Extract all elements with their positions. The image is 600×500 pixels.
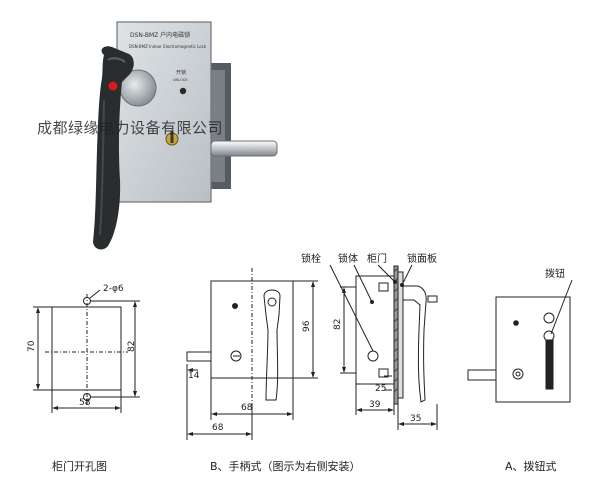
model-sublabel: DSN-BMZ Indoor Electromagnetic Lock [129,44,207,49]
side-cabinet-door [393,265,399,405]
door-cutout-drawing [33,289,140,413]
body-width-dim: 68 [241,403,253,413]
knob-indicator-lamp [513,320,519,326]
panel-offset-dim: 25 [375,384,386,394]
front-key-cylinder [230,350,242,362]
lock-photo: DSN-BMZ 户内电磁锁 DSN-BMZ Indoor Electromagn… [37,21,278,250]
cutout-hole-label: 2-φ6 [103,284,124,294]
lock-face-plate [116,21,212,203]
knob-key-cylinder [512,368,524,380]
knob-slot [545,339,554,390]
front-handle-outline [263,289,281,401]
handle-type-front-view [186,268,318,440]
side-lock-bolt [367,350,379,362]
bolt-projection-dim: 14 [188,371,200,381]
black-handle [93,46,134,250]
company-watermark: 成都绿缘电力设备有限公司 [37,119,223,137]
front-indicator-lamp [232,303,238,309]
body-depth-dim: 39 [369,400,381,410]
cutout-pitch-dim: 82 [127,341,137,352]
knob-type-front-view [467,279,573,403]
handle-depth-dim: 35 [410,414,421,424]
knob-front-plate [495,296,571,403]
cutout-height-dim: 70 [27,340,37,352]
knob-top-screw [543,312,555,324]
callout-body: 锁体 [338,252,358,265]
side-face-plate [397,271,404,399]
indicator-lamp [179,87,187,95]
callout-door: 柜门 [367,252,387,265]
lock-bolt-rod [210,140,278,157]
mount-pitch-dim: 82 [333,319,343,330]
front-lock-bolt [186,351,212,362]
callout-panel: 锁面板 [407,252,437,265]
side-handle-profile [402,285,427,403]
indicator-label: 开锁 [176,69,186,76]
knob-lock-bolt [467,369,497,381]
callout-bolt: 锁栓 [301,252,321,265]
handle-type-side-view [329,264,438,430]
handle-release-button [108,81,118,91]
indicator-sublabel: UNLOCK [173,78,188,82]
knob-type-caption: A、拨钮式 [505,459,557,473]
handle-type-caption: B、手柄式（图示为右侧安装） [210,459,361,473]
overall-width-dim: 68 [212,423,224,433]
cutout-caption: 柜门开孔图 [52,459,107,473]
knob-callout: 拨钮 [545,267,565,280]
cutout-width-dim: 58 [79,398,91,408]
body-height-dim: 96 [302,320,312,332]
side-lock-body [355,275,395,385]
model-label: DSN-BMZ 户内电磁锁 [130,31,190,39]
